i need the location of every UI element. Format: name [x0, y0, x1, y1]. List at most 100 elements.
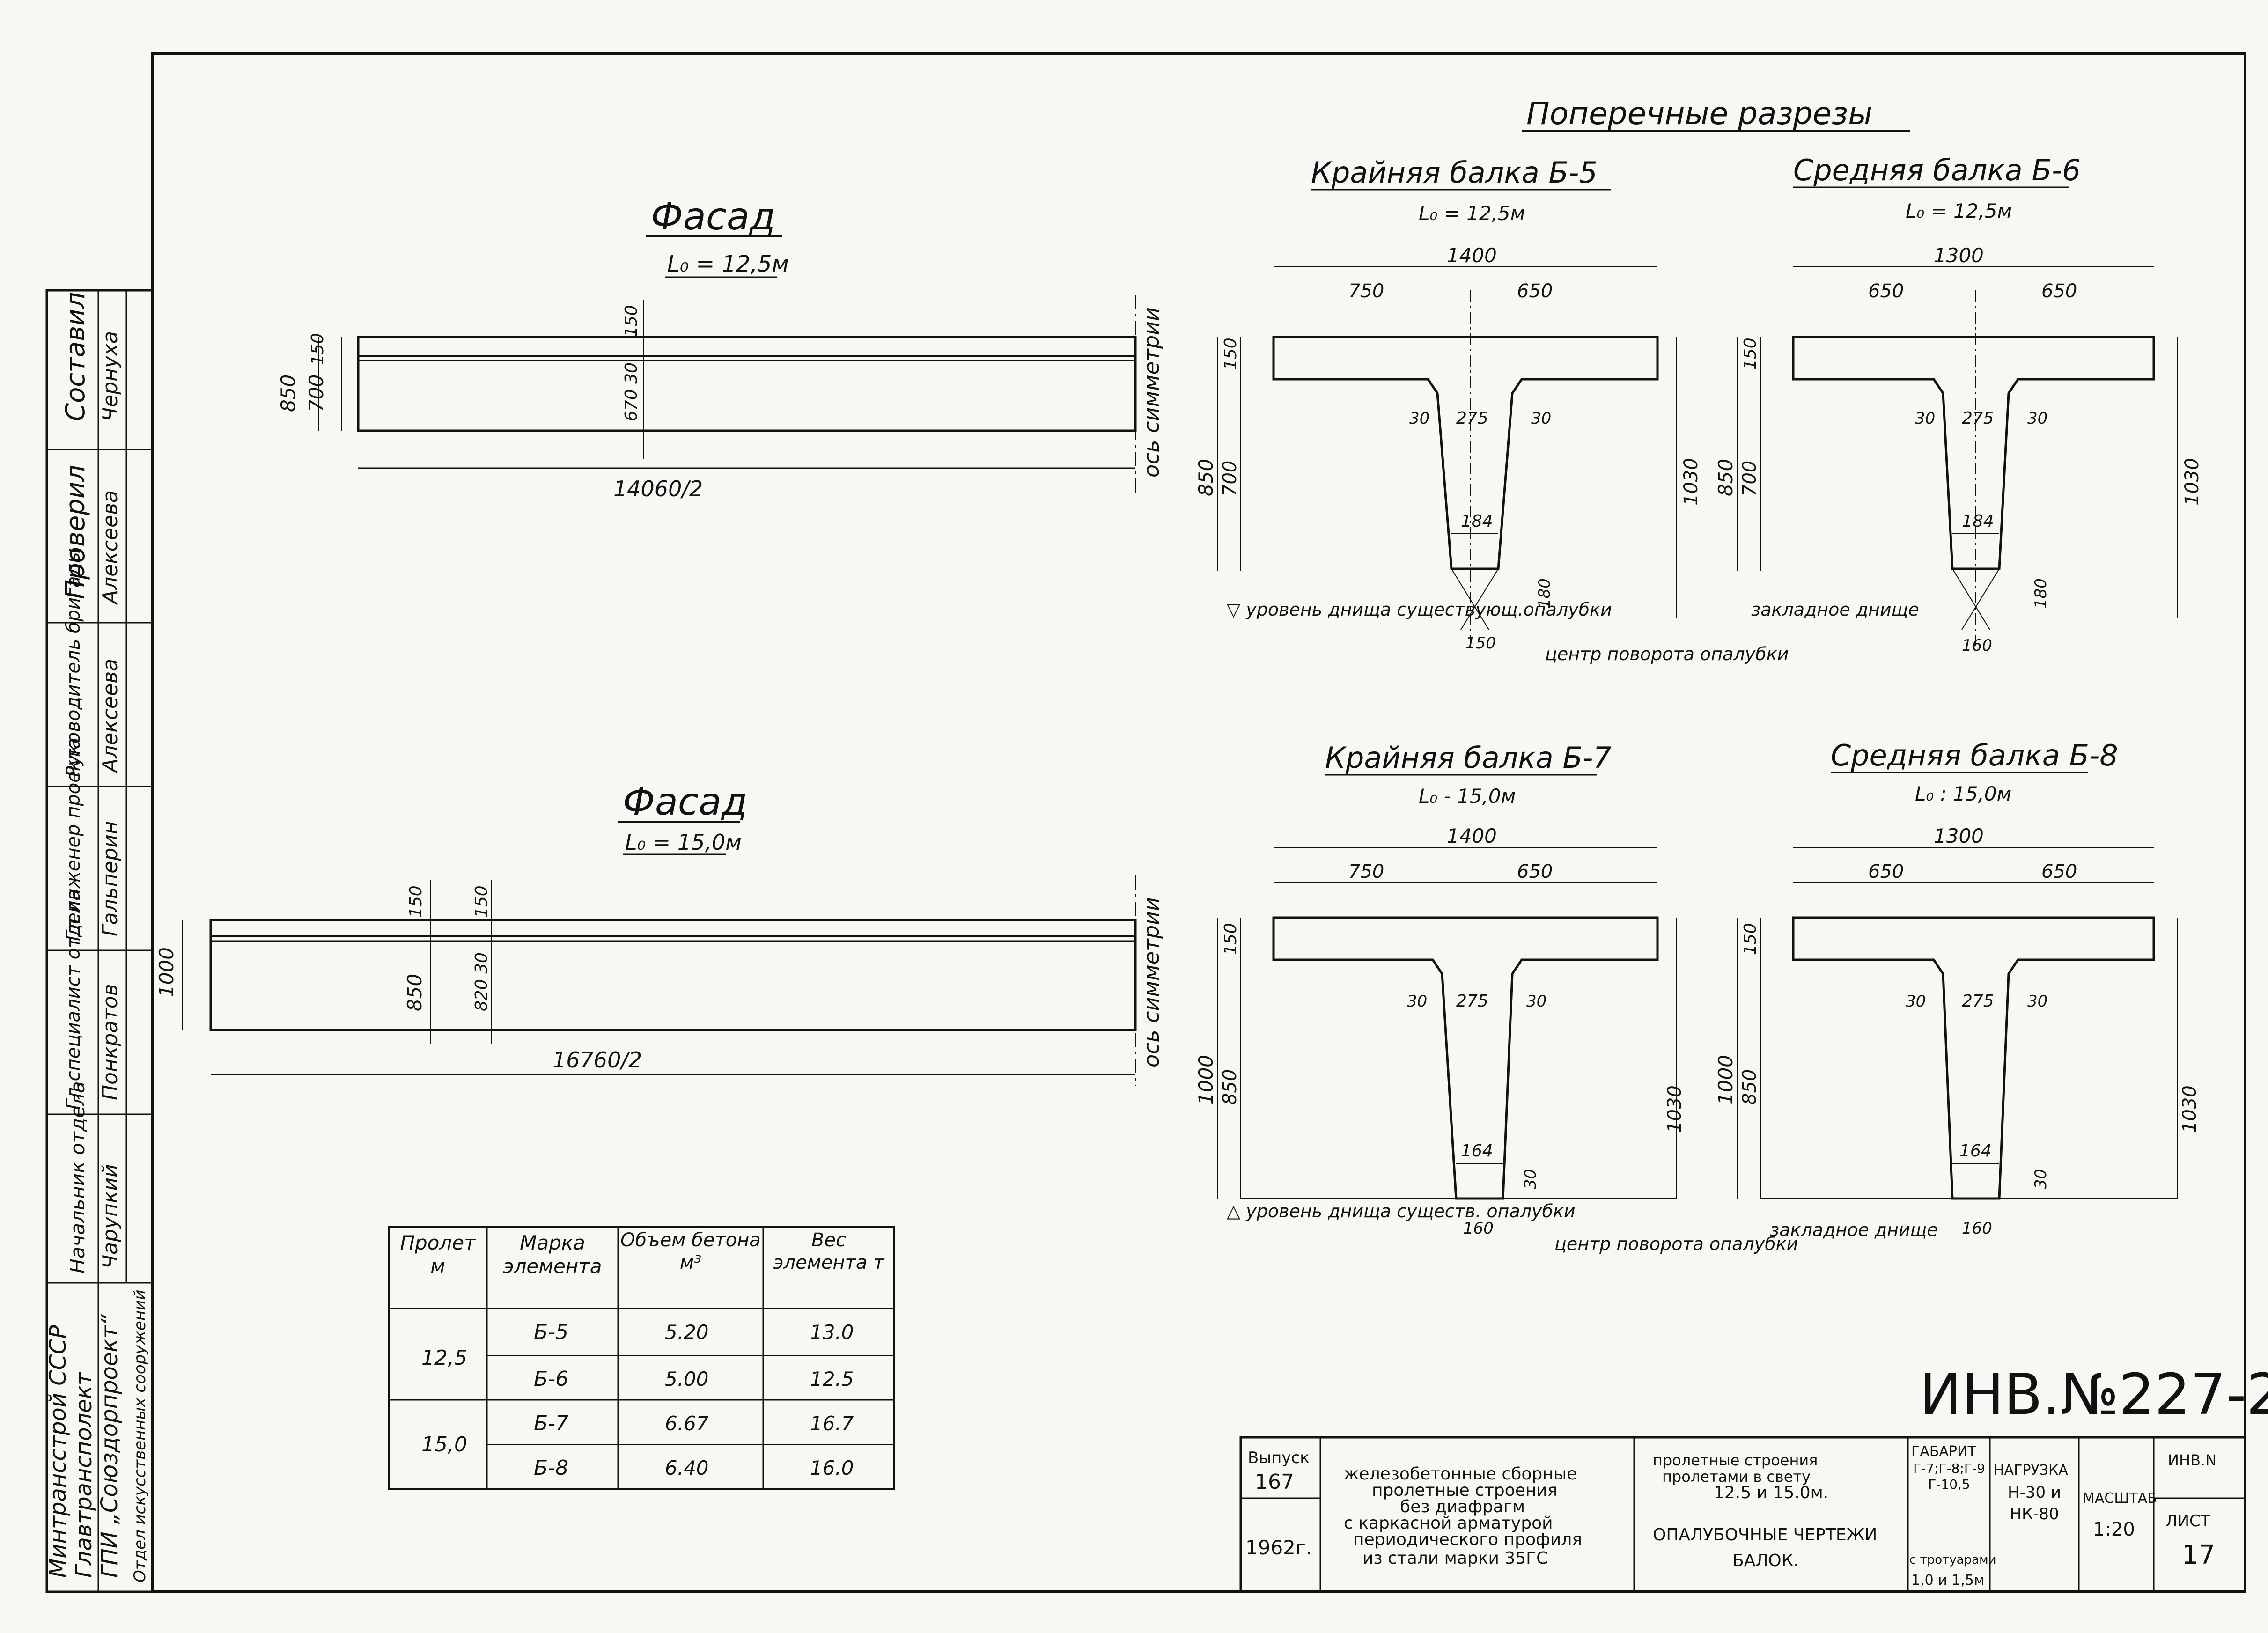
section-b7-depth: 1030 [1664, 1085, 1686, 1133]
facade2-top-dim1: 150 [406, 885, 426, 918]
section-b7-right: 650 [1517, 861, 1553, 883]
name-4: Понкратов [98, 984, 122, 1100]
section-b6: Средняя балка Б-6 L₀ = 12,5м 1300 650 65… [1714, 153, 2203, 655]
section-b7-chamfer-l: 30 [1407, 992, 1427, 1011]
facade1-h-web: 700 [305, 375, 328, 412]
section-b7-note-right: центр поворота опалубки [1554, 1234, 1798, 1254]
org-line4: Отдел искусственных сооружений [131, 1290, 149, 1582]
tb-issue: 167 [1255, 1470, 1294, 1494]
facade-12-5: Фасад L₀ = 12,5м 850 700 150 150 670 30 … [277, 195, 1164, 501]
section-b7-title: Крайняя балка Б-7 [1325, 741, 1612, 775]
side-block-frame [45, 289, 154, 1593]
tb-issue-label: Выпуск [1248, 1449, 1310, 1467]
section-b7-note-left: △ уровень днища существ. опалубки [1227, 1201, 1576, 1221]
section-b6-chamfer-r: 30 [2027, 409, 2047, 428]
section-b5-chamfer-l: 30 [1409, 409, 1429, 428]
tb-scale-label: МАСШТАБ [2083, 1490, 2157, 1507]
section-b8-chamfer-l: 30 [1906, 992, 1926, 1011]
section-b6-right: 650 [2041, 280, 2077, 302]
section-b8-heel: 30 [2032, 1169, 2050, 1189]
title-block: Выпуск 167 1962г. железобетонные сборные… [1239, 1436, 2246, 1593]
table-vol-b8: 6.40 [665, 1456, 709, 1479]
section-b5-web-h: 700 [1219, 461, 1241, 496]
facade2-axis: ось симметрии [1139, 897, 1164, 1067]
name-3: Гальперин [98, 821, 122, 936]
tb-sheet-name1: ОПАЛУБОЧНЫЕ ЧЕРТЕЖИ [1653, 1525, 1877, 1545]
tb-desc6: из стали марки 35ГС [1362, 1549, 1548, 1568]
section-b6-chamfer-l: 30 [1915, 409, 1935, 428]
section-b7-left: 750 [1348, 861, 1384, 883]
facade1-span: L₀ = 12,5м [667, 251, 789, 277]
tb-desc4: с каркасной арматурой [1344, 1514, 1553, 1533]
table-header-volume: Объем бетона м³ [620, 1229, 761, 1273]
sections-title: Поперечные разрезы [1526, 96, 1872, 132]
section-b7-total-h: 1000 [1194, 1055, 1217, 1105]
facade2-span: L₀ = 15,0м [625, 830, 742, 855]
section-b6-total-h: 850 [1714, 459, 1737, 496]
facade1-top-dim: 150 [622, 305, 641, 337]
tb-scale: 1:20 [2093, 1519, 2135, 1540]
table-mark-b5: Б-5 [534, 1320, 568, 1344]
section-b5: Крайняя балка Б-5 L₀ = 12,5м 1400 750 65… [1194, 155, 1789, 664]
table-header-weight: Вес элемента т [773, 1229, 884, 1273]
tb-year: 1962г. [1245, 1536, 1312, 1559]
facade2-top-dim2: 150 [472, 885, 491, 918]
tb-spans2: пролетами в свету [1662, 1468, 1811, 1486]
section-b6-span: L₀ = 12,5м [1906, 199, 2012, 222]
table-vol-b7: 6.67 [665, 1412, 709, 1435]
org-line3: ГПИ „Союздорпроект“ [96, 1314, 123, 1578]
facade1-beam [357, 336, 1137, 432]
table-weight-b5: 13.0 [810, 1321, 854, 1344]
section-b5-left: 750 [1348, 280, 1384, 302]
tb-desc3: без диафрагм [1400, 1497, 1525, 1516]
tb-spans1: пролетные строения [1653, 1451, 1818, 1469]
section-b6-bottom: 184 [1962, 512, 1994, 531]
table-mark-b6: Б-6 [534, 1367, 568, 1391]
section-b8-web-top: 275 [1962, 992, 1994, 1011]
facade1-h-total: 850 [277, 375, 300, 412]
section-b7-flange: 150 [1221, 923, 1240, 955]
facade1-mid-dim: 670 30 [622, 362, 641, 421]
role-4: Гл.специалист отдела [63, 889, 84, 1110]
section-b7-web-h: 850 [1219, 1069, 1241, 1105]
section-b7-web-top: 275 [1456, 992, 1488, 1011]
section-b7-base: 160 [1463, 1219, 1494, 1238]
inventory-stamp: ИНВ.№227-22 [1920, 1362, 2268, 1427]
table-header-span: Пролет м [400, 1231, 476, 1278]
table-header-mark: Марка элемента [503, 1231, 602, 1278]
section-b8-span: L₀ : 15,0м [1915, 782, 2011, 805]
tb-load-label: НАГРУЗКА [1994, 1462, 2068, 1479]
name-5: Чарупкий [98, 1164, 122, 1269]
section-b5-note-right: центр поворота опалубки [1545, 644, 1789, 664]
tb-gabarit3: 1,0 и 1,5м [1911, 1572, 1985, 1589]
section-b5-web-top: 275 [1456, 409, 1488, 428]
section-b6-width: 1300 [1934, 244, 1984, 267]
facade2-title: Фасад [623, 780, 747, 824]
section-b8-bottom: 164 [1959, 1141, 1992, 1161]
facade1-axis: ось симметрии [1139, 307, 1164, 478]
table-mark-b7: Б-7 [534, 1412, 568, 1435]
section-b5-title: Крайняя балка Б-5 [1311, 155, 1598, 190]
tb-desc5: периодического профиля [1353, 1530, 1582, 1549]
section-b8-right: 650 [2041, 861, 2077, 883]
section-b8-total-h: 1000 [1714, 1055, 1737, 1105]
section-b8-depth: 1030 [2179, 1085, 2201, 1133]
section-b6-base: 160 [1962, 636, 1992, 655]
section-b7-bottom: 164 [1461, 1141, 1493, 1161]
side-block-text: Составил Чернуха Проверил Алексеева Руко… [45, 292, 149, 1582]
tb-gabarit-label: ГАБАРИТ [1911, 1443, 1976, 1460]
section-b8-width: 1300 [1934, 824, 1984, 847]
tb-spans3: 12.5 и 15.0м. [1714, 1483, 1828, 1502]
facade-15-0: Фасад L₀ = 15,0м 1000 850 150 150 820 30… [155, 780, 1164, 1086]
section-b5-heel: 180 [1535, 578, 1554, 609]
facade1-title: Фасад [651, 195, 775, 238]
role-0: Составил [60, 292, 91, 421]
section-b5-total-h: 850 [1194, 459, 1217, 496]
section-b8-web-h: 850 [1739, 1069, 1760, 1105]
role-2: Руководитель бригады [63, 548, 84, 777]
section-b6-depth: 1030 [2181, 458, 2203, 506]
section-b5-flange: 150 [1221, 338, 1240, 370]
facade1-length: 14060/2 [613, 476, 703, 501]
table-weight-b6: 12.5 [810, 1368, 854, 1390]
